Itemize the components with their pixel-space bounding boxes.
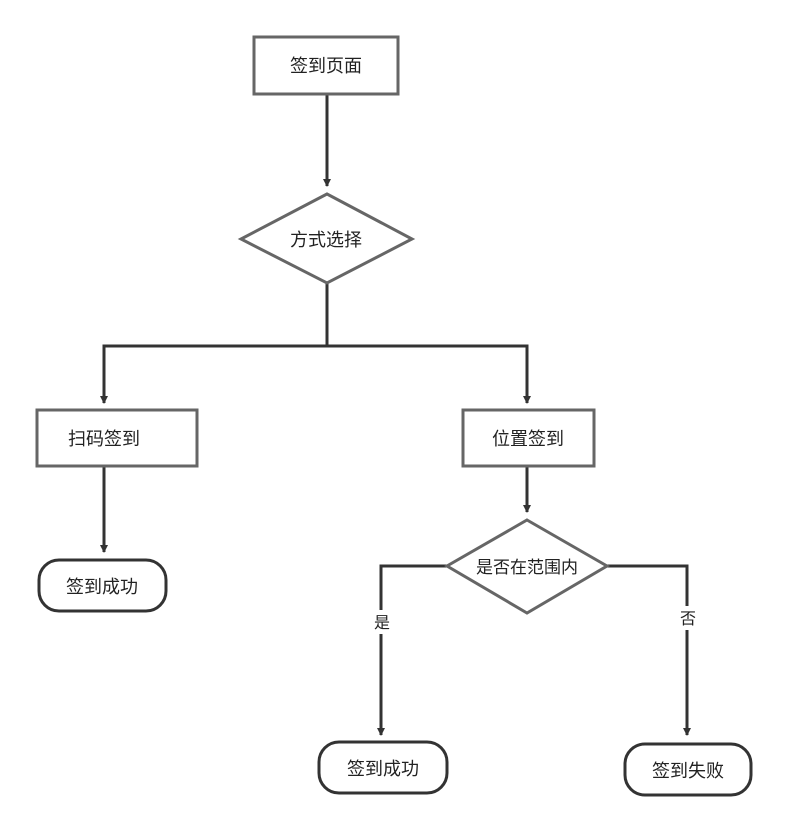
node-sign-in-page: 签到页面 — [252, 35, 400, 96]
node-in-range-check-label: 是否在范围内 — [476, 558, 578, 578]
edge-to-location — [327, 344, 531, 404]
node-in-range-check: 是否在范围内 — [444, 518, 610, 615]
node-scan-sign-in: 扫码签到 — [35, 408, 199, 468]
node-location-success: 签到成功 — [317, 740, 449, 795]
node-location-fail-label: 签到失败 — [652, 761, 724, 782]
edge-to-scan — [100, 344, 327, 404]
node-scan-sign-in-label: 扫码签到 — [68, 429, 140, 450]
edge-check-no — [607, 564, 691, 736]
node-method-choice-label: 方式选择 — [290, 230, 362, 251]
node-location-success-label: 签到成功 — [347, 759, 419, 780]
node-scan-success-label: 签到成功 — [66, 577, 138, 598]
edge-label-no: 否 — [680, 609, 696, 628]
node-method-choice: 方式选择 — [237, 192, 416, 285]
node-location-sign-in: 位置签到 — [461, 408, 596, 468]
node-sign-in-page-label: 签到页面 — [290, 56, 362, 77]
node-location-sign-in-label: 位置签到 — [492, 429, 564, 450]
node-scan-success: 签到成功 — [37, 558, 168, 613]
edge-label-yes: 是 — [374, 613, 390, 632]
node-location-fail: 签到失败 — [623, 742, 753, 797]
edge-check-yes — [377, 564, 447, 736]
